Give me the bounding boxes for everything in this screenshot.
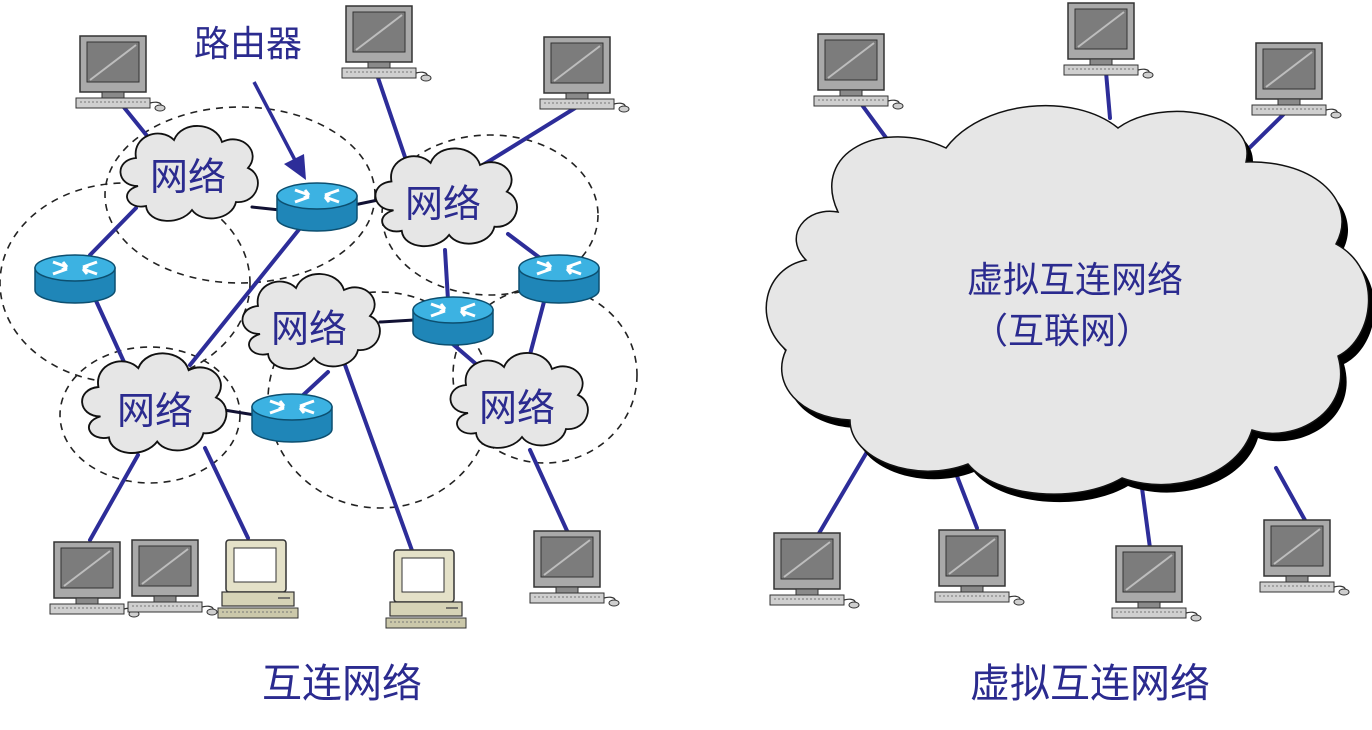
desktop-computer-icon <box>1063 2 1154 79</box>
desktop-computer-icon <box>127 539 218 616</box>
desktop-computer-icon <box>49 541 140 618</box>
desktop-computer-icon <box>341 5 432 82</box>
desktop-computer-icon <box>769 532 860 609</box>
right-caption: 虚拟互连网络 <box>970 661 1210 707</box>
internet-label: （互联网） <box>972 311 1152 352</box>
dashed-boundary <box>0 182 251 384</box>
desktop-computer-icon <box>1111 545 1202 622</box>
network-label: 网络 <box>405 182 481 226</box>
network-label: 网络 <box>271 307 347 351</box>
router-icon <box>517 253 601 305</box>
network-label: 网络 <box>479 386 555 430</box>
terminal-computer-icon <box>385 549 467 629</box>
virtual-network-label: 虚拟互连网络 <box>967 260 1183 301</box>
pointer-arrow <box>252 81 298 163</box>
network-cloud-icon <box>765 104 1370 495</box>
router-label: 路由器 <box>194 24 302 65</box>
terminal-computer-icon <box>217 539 299 619</box>
arrow-head <box>284 154 306 180</box>
network-links <box>88 70 582 558</box>
dashed-boundary <box>381 134 599 296</box>
router-icon <box>33 253 117 305</box>
network-label: 网络 <box>150 155 226 199</box>
right-virtual-network-diagram: 虚拟互连网络 （互联网） 虚拟互连网络 <box>765 2 1372 707</box>
desktop-computer-icon <box>75 35 166 112</box>
desktop-computer-icon <box>934 529 1025 606</box>
dashed-boundary <box>59 346 241 484</box>
router-icon <box>250 392 334 444</box>
router-icon <box>275 181 359 233</box>
dashed-boundary <box>452 286 638 464</box>
desktop-computer-icon <box>539 36 630 113</box>
left-caption: 互连网络 <box>262 661 422 707</box>
network-label: 网络 <box>117 389 193 433</box>
left-internetwork-diagram: 网络 网络 网络 网络 网络 路由器 互连网络 <box>0 5 638 707</box>
desktop-computer-icon <box>529 530 620 607</box>
router-icon <box>411 295 495 347</box>
desktop-computer-icon <box>1259 519 1350 596</box>
desktop-computer-icon <box>813 33 904 110</box>
desktop-computer-icon <box>1251 42 1342 119</box>
